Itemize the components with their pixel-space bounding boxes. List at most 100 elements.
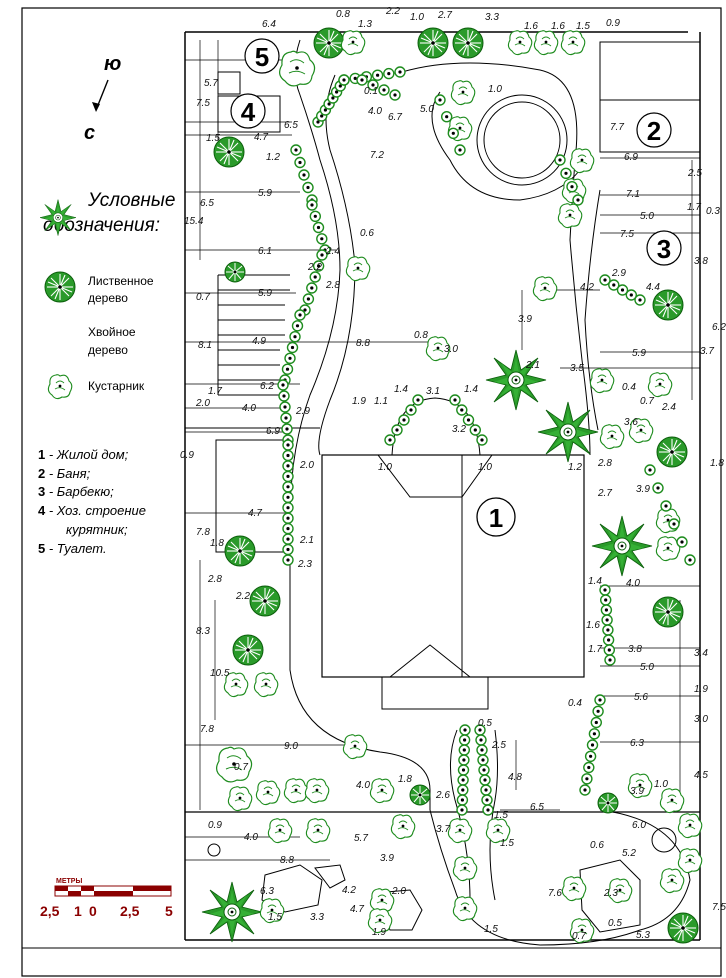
legend-deciduous-icon bbox=[44, 271, 76, 303]
hedge-plant-icon bbox=[481, 794, 493, 806]
hedge-plant-icon bbox=[584, 750, 597, 762]
hedge-plant-icon bbox=[282, 533, 294, 545]
key-row-2: 2 - Баня; bbox=[38, 466, 91, 481]
legend-shrub-label: Кустарник bbox=[88, 379, 145, 393]
shrub-icon bbox=[369, 778, 395, 804]
scale-label: 0 bbox=[89, 903, 97, 919]
compass-south-label: ю bbox=[104, 53, 121, 75]
dim-label: 3.3 bbox=[485, 12, 499, 23]
zone-label-5: 5 bbox=[255, 42, 269, 72]
conifer-icon bbox=[485, 349, 547, 411]
hedge-plant-icon bbox=[447, 127, 459, 140]
hedge-plant-icon bbox=[560, 167, 572, 180]
main-path-outer bbox=[289, 39, 431, 810]
dim-label: 1.5 bbox=[484, 924, 498, 935]
dim-label: 5.2 bbox=[622, 848, 636, 859]
shrub-icon bbox=[227, 786, 253, 812]
dim-label: 6.9 bbox=[624, 152, 638, 163]
dim-label: 2.0 bbox=[299, 460, 314, 471]
shrub-icon bbox=[507, 30, 533, 56]
scale-seg bbox=[81, 886, 94, 891]
toilet-building bbox=[217, 71, 241, 95]
dim-label: 3.7 bbox=[436, 824, 450, 835]
hedge-plant-icon bbox=[572, 194, 584, 206]
dimension-lines bbox=[185, 40, 700, 861]
dim-label: 4.9 bbox=[252, 336, 266, 347]
dimension-labels: 6.4 0.8 1.3 2.2 1.0 2.7 3.3 1.6 1.6 1.5 … bbox=[180, 6, 726, 942]
hedge-plant-icon bbox=[282, 491, 294, 503]
hedge-plant-icon bbox=[458, 744, 470, 756]
dim-label: 0.1 bbox=[364, 86, 378, 97]
hedge-plant-icon bbox=[475, 734, 487, 746]
dim-label: 3.7 bbox=[700, 346, 714, 357]
dim-label: 0.8 bbox=[336, 9, 350, 20]
dim-label: 1.2 bbox=[266, 152, 280, 163]
hedge-plant-icon bbox=[309, 210, 321, 223]
dim-label: 6.2 bbox=[260, 381, 274, 392]
hedge-plant-icon bbox=[457, 764, 470, 776]
hedge-plant-icon bbox=[281, 423, 293, 435]
hedge-plant-icon bbox=[668, 518, 680, 530]
shrub-icon bbox=[533, 30, 559, 56]
dim-label: 5.0 bbox=[640, 211, 654, 222]
hedge-plant-icon bbox=[478, 764, 490, 776]
dim-label: 7.8 bbox=[196, 527, 210, 538]
hedge-plant-icon bbox=[398, 414, 410, 426]
dim-label: 1.5 bbox=[206, 133, 220, 144]
dim-label: 5.9 bbox=[258, 188, 272, 199]
hedge-plant-icon bbox=[479, 774, 491, 786]
building-key: 1 - Жилой дом; 2 - Баня; 3 - Барбекю; 4 … bbox=[38, 447, 146, 556]
dim-label: 1.5 bbox=[576, 21, 590, 32]
dim-label: 3.1 bbox=[426, 386, 440, 397]
dim-label: 4.0 bbox=[356, 780, 370, 791]
hedge-plant-icon bbox=[282, 512, 294, 524]
dim-label: 1.5 bbox=[268, 912, 282, 923]
dim-label: 2.3 bbox=[297, 559, 312, 570]
house-outline bbox=[321, 454, 585, 678]
hedge-plant-icon bbox=[282, 502, 294, 514]
shrub-icon bbox=[340, 30, 366, 56]
dim-label: 4.2 bbox=[580, 282, 594, 293]
key-row-4: 4 - Хоз. строение bbox=[38, 503, 146, 518]
legend-conifer-icon bbox=[39, 199, 77, 236]
hedge-plant-icon bbox=[279, 401, 291, 413]
shrub-icon bbox=[342, 734, 368, 760]
dim-label: 2.4 bbox=[661, 402, 676, 413]
hedge-plant-icon bbox=[482, 804, 494, 816]
dim-label: 0.6 bbox=[590, 840, 604, 851]
zone-label-4: 4 bbox=[241, 97, 256, 127]
dim-label: 7.5 bbox=[712, 902, 726, 913]
dim-label: 3.9 bbox=[636, 484, 650, 495]
compass-arrow-icon bbox=[92, 102, 100, 112]
hedge-plant-icon bbox=[590, 716, 602, 729]
dim-label: 2.3 bbox=[603, 888, 618, 899]
dim-label: 3.9 bbox=[518, 314, 532, 325]
key-row-1: 1 - Жилой дом; bbox=[38, 447, 129, 462]
dim-label: 4.8 bbox=[508, 772, 522, 783]
dim-label: 7.8 bbox=[200, 724, 214, 735]
hedge-plant-icon bbox=[457, 774, 469, 786]
rock-garden-2 bbox=[314, 864, 346, 889]
dim-label: 0.8 bbox=[414, 330, 428, 341]
dim-label: 4.0 bbox=[242, 403, 256, 414]
hedge-plant-icon bbox=[282, 543, 294, 556]
conifer-icon bbox=[591, 515, 653, 577]
dim-label: 1.0 bbox=[378, 462, 392, 473]
entry-arch bbox=[391, 397, 481, 456]
shrub-icon bbox=[647, 372, 673, 398]
hedge-plant-icon bbox=[600, 604, 613, 616]
dim-label: 5.7 bbox=[354, 833, 368, 844]
dim-label: 1.0 bbox=[410, 12, 424, 23]
dim-label: 6.3 bbox=[630, 738, 644, 749]
hedge-plant-icon bbox=[281, 363, 294, 375]
scale-bar: МЕТРЫ 2,5 1 0 2,5 5 bbox=[40, 878, 173, 919]
dim-label: 5.7 bbox=[204, 78, 218, 89]
dim-label: 2.0 bbox=[391, 886, 406, 897]
dim-label: 7.5 bbox=[620, 229, 634, 240]
dim-label: 5.0 bbox=[640, 662, 654, 673]
dim-label: 6.5 bbox=[284, 120, 298, 131]
dim-label: 5.9 bbox=[632, 348, 646, 359]
dim-label: 2.8 bbox=[325, 280, 340, 291]
hedge-plant-icon bbox=[459, 724, 471, 736]
hedge-plant-icon bbox=[278, 390, 290, 402]
